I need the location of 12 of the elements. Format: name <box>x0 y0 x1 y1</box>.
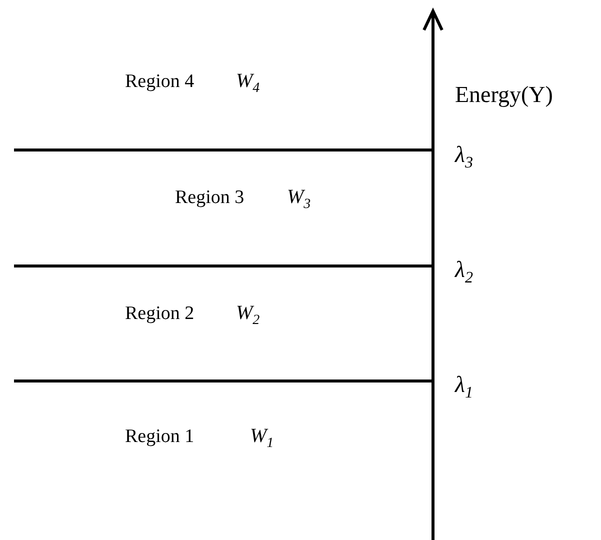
region-label: Region 4 <box>125 72 194 93</box>
threshold-label: λ$_{2}$ <box>455 257 474 282</box>
region-label: Region 2 <box>125 304 194 325</box>
region-symbol: W$_{4}$ <box>236 70 260 92</box>
threshold-label: λ$_{1}$ <box>455 372 474 398</box>
region-symbol: W$_{1}$ <box>250 425 274 447</box>
region-label: Region 3 <box>175 188 244 209</box>
axis-label: Energy(Y) <box>455 82 553 108</box>
region-symbol: W$_{2}$ <box>236 302 260 324</box>
threshold-label: λ$_{3}$ <box>455 142 474 168</box>
region-symbol: W$_{3}$ <box>287 186 311 208</box>
region-label: Region 1 <box>125 427 194 448</box>
